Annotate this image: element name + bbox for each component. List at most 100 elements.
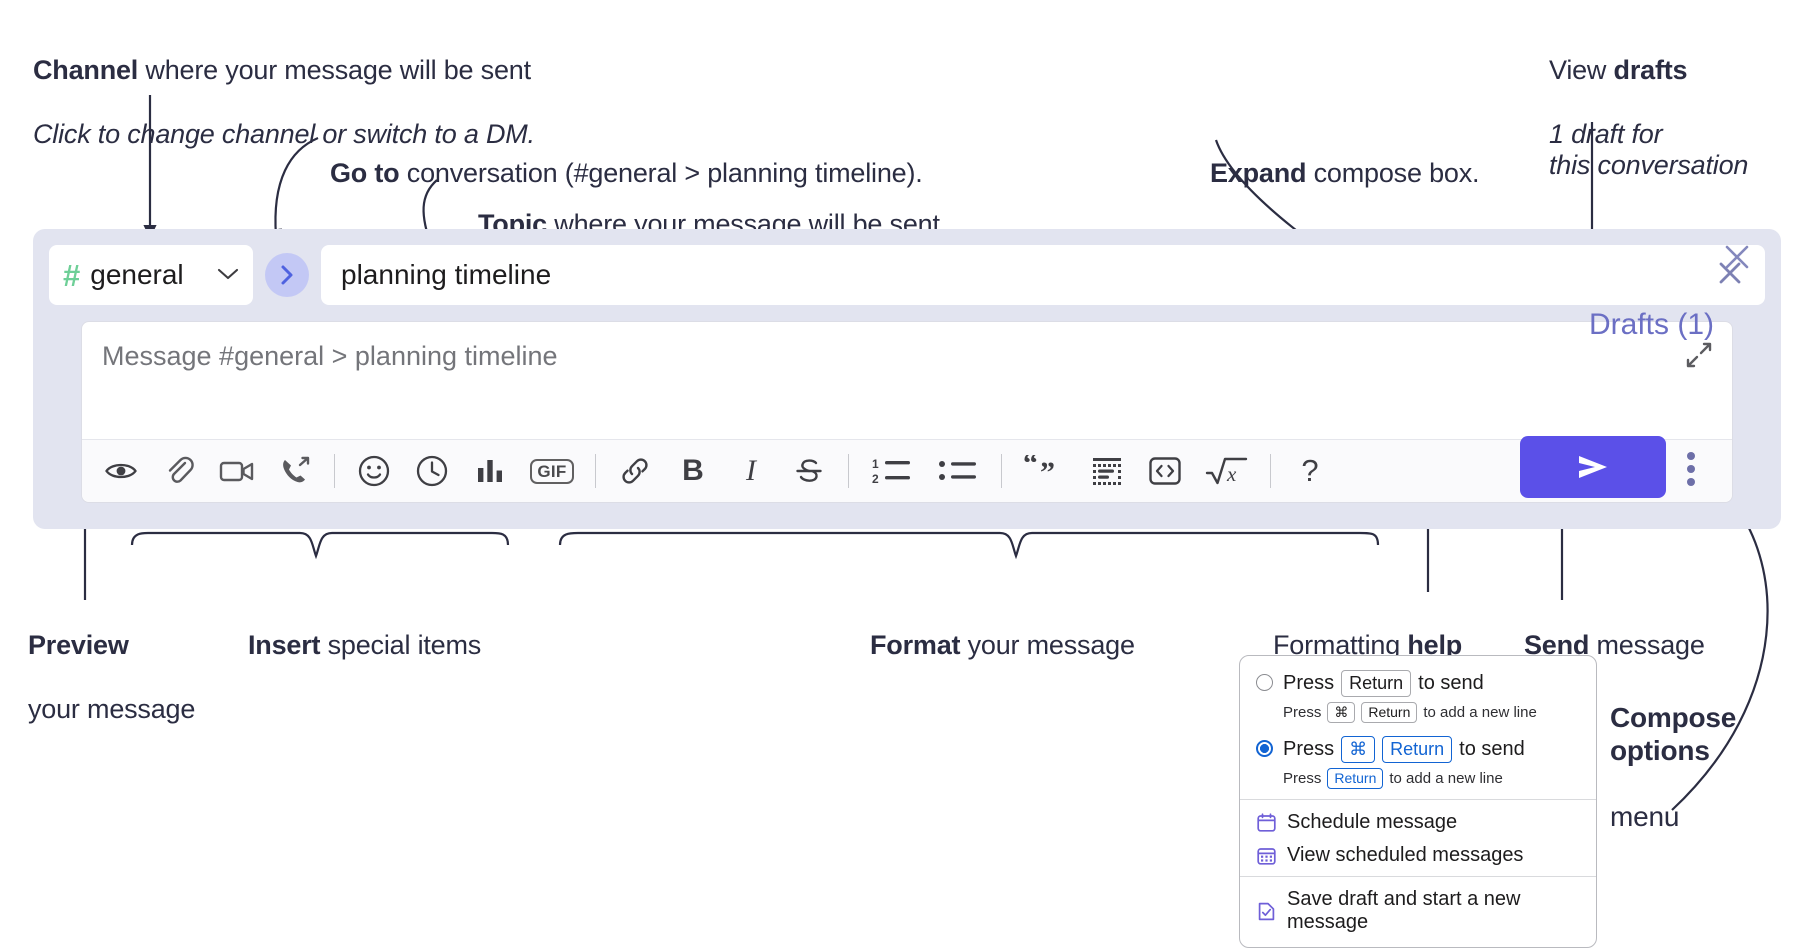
annotation-send-bold: Send bbox=[1524, 629, 1590, 660]
svg-text:“: “ bbox=[1023, 455, 1038, 480]
bold-icon[interactable]: B bbox=[670, 448, 716, 494]
compose-options-menu: Press Return to send Press ⌘ Return to a… bbox=[1239, 655, 1597, 948]
annotation-expand: Expand compose box. bbox=[1210, 126, 1480, 190]
emoji-icon[interactable] bbox=[351, 448, 397, 494]
annotation-goto-bold: Go to bbox=[330, 157, 400, 188]
annotation-format-bold: Format bbox=[870, 629, 961, 660]
bulleted-list-icon[interactable] bbox=[931, 448, 985, 494]
menu-item-view-scheduled-messages[interactable]: View scheduled messages bbox=[1240, 839, 1596, 872]
chevron-down-icon bbox=[217, 265, 239, 286]
go-to-conversation-button[interactable] bbox=[265, 253, 309, 297]
drafts-link[interactable]: Drafts (1) bbox=[1588, 308, 1714, 341]
compose-options-button[interactable] bbox=[1673, 449, 1709, 489]
opt1-sub-pre: Press bbox=[1283, 703, 1322, 721]
save-draft-icon bbox=[1256, 901, 1276, 921]
annotation-formatting-help: Formatting help bbox=[1273, 598, 1462, 662]
channel-selector[interactable]: # general bbox=[49, 245, 253, 305]
radio-cmd-return-to-send[interactable] bbox=[1256, 740, 1273, 757]
opt2-sub-pre: Press bbox=[1283, 769, 1322, 787]
opt2-post: to send bbox=[1459, 737, 1525, 760]
menu-item-label: Schedule message bbox=[1287, 811, 1458, 833]
calendar-icon bbox=[1256, 813, 1276, 833]
link-icon[interactable] bbox=[612, 448, 658, 494]
close-icon[interactable] bbox=[1713, 256, 1747, 295]
separator-3 bbox=[848, 454, 849, 488]
key-command: ⌘ bbox=[1327, 701, 1356, 723]
opt2-pre: Press bbox=[1283, 737, 1335, 760]
annotation-insert-rest: special items bbox=[320, 629, 482, 660]
annotation-goto-rest: conversation (#general > planning timeli… bbox=[399, 157, 923, 188]
poll-icon[interactable] bbox=[467, 448, 513, 494]
preview-icon[interactable] bbox=[98, 448, 144, 494]
send-button[interactable] bbox=[1520, 436, 1666, 498]
annotation-send-rest: message bbox=[1589, 629, 1705, 660]
annotation-preview-rest: your message bbox=[28, 693, 196, 724]
clock-icon[interactable] bbox=[409, 448, 455, 494]
annotation-expand-rest: compose box. bbox=[1306, 157, 1480, 188]
code-block-icon[interactable] bbox=[1084, 448, 1130, 494]
kebab-dot-2 bbox=[1687, 465, 1695, 473]
svg-text:x: x bbox=[1226, 462, 1237, 486]
audio-call-icon[interactable] bbox=[272, 448, 318, 494]
help-label: ? bbox=[1301, 453, 1319, 488]
radio-return-to-send[interactable] bbox=[1256, 674, 1273, 691]
opt2-sub-post: to add a new line bbox=[1389, 769, 1503, 787]
expand-icon[interactable] bbox=[1682, 338, 1716, 372]
message-input-area[interactable]: Message #general > planning timeline bbox=[81, 321, 1733, 503]
panel-close-button[interactable] bbox=[1717, 237, 1757, 277]
svg-text:1: 1 bbox=[872, 457, 879, 471]
math-icon[interactable]: x bbox=[1200, 448, 1254, 494]
gif-label: GIF bbox=[530, 458, 574, 484]
attachment-icon[interactable] bbox=[156, 448, 202, 494]
topic-field[interactable]: planning timeline bbox=[321, 245, 1765, 305]
channel-name-label: general bbox=[90, 259, 184, 290]
code-icon[interactable] bbox=[1142, 448, 1188, 494]
annotation-send: Send message bbox=[1524, 598, 1705, 662]
key-command-2: ⌘ bbox=[1341, 736, 1376, 763]
annotation-preview: Preview your message bbox=[28, 598, 258, 757]
annotation-channel: Channel where your message will be sent … bbox=[33, 23, 653, 182]
compose-header-row: # general planning timeline bbox=[49, 245, 1765, 305]
svg-text:”: ” bbox=[1040, 456, 1055, 487]
help-icon[interactable]: ? bbox=[1287, 448, 1333, 494]
gif-icon[interactable]: GIF bbox=[525, 448, 579, 494]
menu-option-return-to-send[interactable]: Press Return to send Press ⌘ Return to a… bbox=[1240, 667, 1596, 723]
opt1-post: to send bbox=[1418, 671, 1484, 694]
key-return-sub-2: Return bbox=[1327, 767, 1384, 789]
hash-icon: # bbox=[63, 257, 81, 293]
separator-5 bbox=[1270, 454, 1271, 488]
close-icon bbox=[1725, 245, 1749, 269]
blockquote-icon[interactable]: “” bbox=[1018, 448, 1072, 494]
annotation-drafts-bold: drafts bbox=[1613, 54, 1688, 85]
menu-item-save-draft[interactable]: Save draft and start a new message bbox=[1240, 883, 1596, 939]
annotation-drafts-italic: 1 draft for this conversation bbox=[1549, 118, 1749, 181]
kebab-dot-1 bbox=[1687, 452, 1695, 460]
menu-item-schedule-message[interactable]: Schedule message bbox=[1240, 806, 1596, 839]
menu-divider-2 bbox=[1240, 876, 1596, 877]
menu-item-label: Save draft and start a new message bbox=[1287, 888, 1521, 933]
send-icon bbox=[1579, 456, 1607, 478]
strikethrough-icon[interactable] bbox=[786, 448, 832, 494]
menu-option-cmd-return-to-send[interactable]: Press ⌘ Return to send Press Return to a… bbox=[1240, 733, 1596, 789]
annotation-format-rest: your message bbox=[960, 629, 1135, 660]
annotation-preview-bold: Preview bbox=[28, 629, 129, 660]
italic-icon[interactable]: I bbox=[728, 448, 774, 494]
menu-item-label: View scheduled messages bbox=[1287, 844, 1524, 866]
annotation-channel-rest: where your message will be sent bbox=[138, 54, 531, 85]
annotation-compose-options: Compose options menu bbox=[1610, 668, 1810, 866]
annotation-channel-bold: Channel bbox=[33, 54, 139, 85]
annotation-compose-options-rest: menu bbox=[1610, 801, 1680, 833]
key-return-2: Return bbox=[1382, 736, 1453, 763]
annotation-insert: Insert special items bbox=[248, 598, 481, 662]
menu-divider-1 bbox=[1240, 799, 1596, 800]
topic-value: planning timeline bbox=[341, 259, 552, 290]
annotation-insert-bold: Insert bbox=[248, 629, 321, 660]
video-icon[interactable] bbox=[214, 448, 260, 494]
annotation-goto: Go to conversation (#general > planning … bbox=[330, 126, 923, 190]
separator-1 bbox=[334, 454, 335, 488]
annotation-expand-bold: Expand bbox=[1210, 157, 1307, 188]
kebab-dot-3 bbox=[1687, 478, 1695, 486]
compose-box: # general planning timeline Message #gen… bbox=[33, 229, 1781, 529]
